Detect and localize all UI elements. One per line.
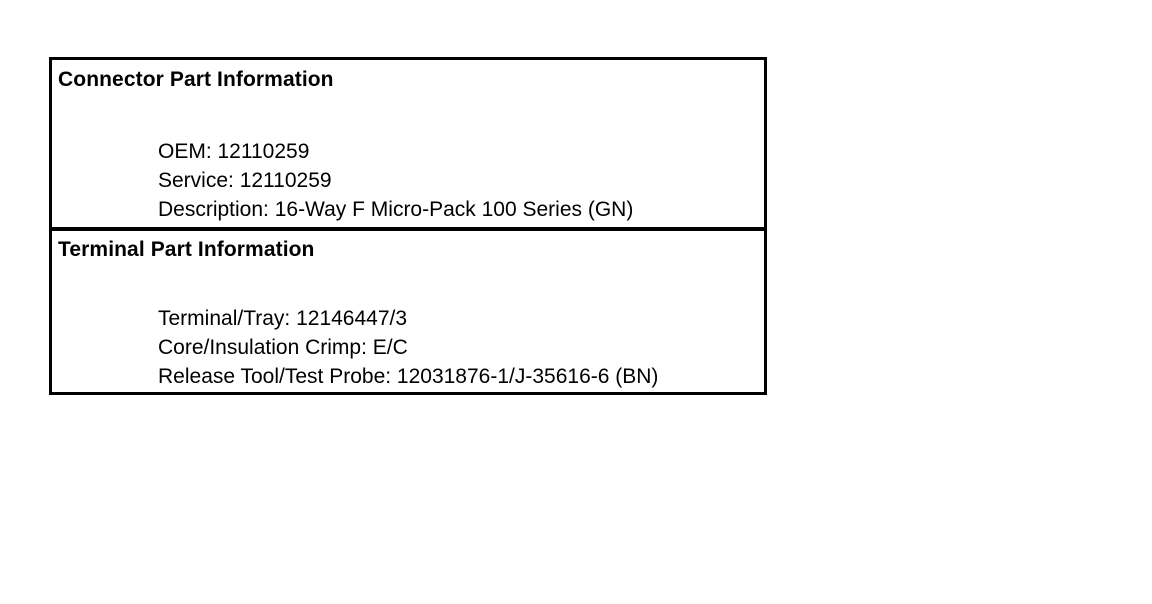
connector-part-title: Connector Part Information <box>58 68 334 91</box>
service-field: Service: 12110259 <box>158 169 332 192</box>
connector-field-list: OEM: 12110259 Service: 12110259 Descript… <box>158 137 633 224</box>
crimp-field: Core/Insulation Crimp: E/C <box>158 336 408 359</box>
terminal-part-title: Terminal Part Information <box>58 238 315 261</box>
terminal-tray-field: Terminal/Tray: 12146447/3 <box>158 307 408 330</box>
connector-part-section: Connector Part Information OEM: 12110259… <box>52 60 764 227</box>
description-field: Description: 16-Way F Micro-Pack 100 Ser… <box>158 198 634 221</box>
connector-info-table: Connector Part Information OEM: 12110259… <box>49 57 767 395</box>
oem-field: OEM: 12110259 <box>158 140 310 163</box>
release-tool-field: Release Tool/Test Probe: 12031876-1/J-35… <box>158 365 659 388</box>
terminal-part-section: Terminal Part Information Terminal/Tray:… <box>52 227 764 392</box>
terminal-field-list: Terminal/Tray: 12146447/3 Core/Insulatio… <box>158 304 658 391</box>
